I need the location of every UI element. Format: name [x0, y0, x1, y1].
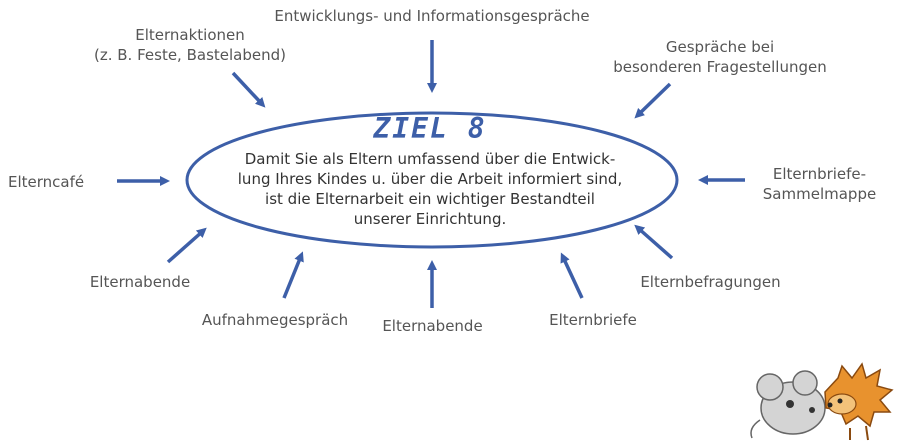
arrow-bottom-left-far [166, 227, 207, 264]
label-line: Elternbriefe [549, 311, 637, 329]
hedgehog-icon [824, 362, 894, 441]
mouse-icon [750, 370, 826, 439]
label-line: besonderen Fragestellungen [613, 58, 827, 76]
label-line: Elternabende [382, 317, 483, 335]
label-gespraeche: Gespräche bei besonderen Fragestellungen [600, 37, 840, 77]
label-line: Entwicklungs- und Informationsgespräche [274, 7, 590, 25]
label-line: Elterncafé [8, 173, 85, 191]
label-line: (z. B. Feste, Bastelabend) [94, 46, 286, 64]
label-line: Aufnahmegespräch [201, 311, 349, 329]
goal-text-line: unserer Einrichtung. [353, 210, 507, 228]
goal-ellipse [185, 111, 679, 249]
label-elternbriefe: Elternbriefe [538, 310, 648, 330]
goal-text-line: Damit Sie als Eltern umfassend über die … [244, 150, 616, 168]
label-line: Gespräche bei [665, 38, 775, 56]
label-line: Elternabende [89, 273, 191, 291]
label-sammelmappe: Elternbriefe- Sammelmappe [752, 164, 887, 204]
label-line: Elternaktionen [135, 26, 245, 44]
goal-title: ZIEL 8 [373, 112, 487, 145]
arrow-top-left [231, 71, 266, 108]
goal-text: Damit Sie als Eltern umfassend über die … [215, 149, 645, 229]
goal-text-line: lung Ihres Kindes u. über die Arbeit inf… [237, 170, 623, 188]
label-line: Elternbefragungen [640, 273, 781, 291]
label-line: Elternbriefe- [772, 165, 867, 183]
label-line: Sammelmappe [762, 185, 877, 203]
label-elternabende-bottom: Elternabende [370, 316, 495, 336]
arrow-bottom-left [282, 251, 304, 299]
label-elterncafe: Elterncafé [8, 172, 108, 192]
goal-text-line: ist die Elternarbeit ein wichtiger Besta… [265, 190, 595, 208]
arrow-top-right [634, 82, 672, 119]
arrow-bottom-right [560, 252, 584, 299]
label-elternabende-left: Elternabende [75, 272, 205, 292]
label-elternbefragungen: Elternbefragungen [628, 272, 793, 292]
label-entwicklungsgespraeche: Entwicklungs- und Informationsgespräche [232, 6, 632, 26]
label-elternaktionen: Elternaktionen (z. B. Feste, Bastelabend… [65, 25, 315, 65]
label-aufnahmegespraech: Aufnahmegespräch [185, 310, 365, 330]
arrow-bottom-right-far [634, 224, 674, 260]
